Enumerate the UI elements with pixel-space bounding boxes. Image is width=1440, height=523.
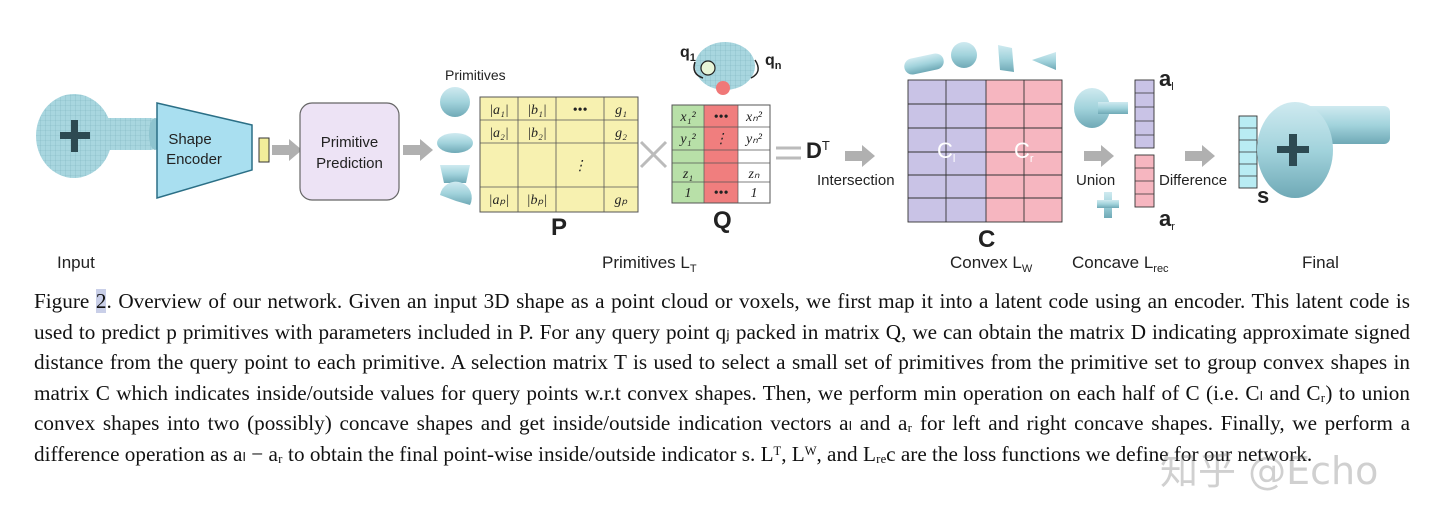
p-matrix-cell: g₂ bbox=[615, 126, 627, 141]
primitive-prediction-block bbox=[299, 102, 400, 201]
p-matrix-cell: ••• bbox=[573, 103, 588, 118]
c-matrix-label: C bbox=[978, 226, 996, 253]
network-overview-figure: |a₁| |b₁| ••• g₁ |a₂| |b₂| g₂ ⋮ |aₚ| |bₚ| gₚ x₁² ••… bbox=[36, 42, 1390, 275]
primitives-header: Primitives bbox=[445, 67, 506, 83]
d-matrix-sup: T bbox=[821, 138, 830, 153]
p-matrix-cell: g₁ bbox=[615, 103, 627, 118]
ar-text: a bbox=[1159, 206, 1172, 231]
q1-text: q bbox=[680, 44, 690, 61]
al-label: al bbox=[1159, 66, 1174, 93]
p-matrix-cell: |b₂| bbox=[527, 126, 547, 141]
q1-label: q1 bbox=[680, 44, 696, 64]
q-matrix-cell: y₁² bbox=[678, 132, 696, 147]
concave-loss-label: Concave Lrec bbox=[1072, 253, 1169, 275]
convex-shapes bbox=[904, 42, 1056, 75]
ar-sub: r bbox=[1171, 221, 1175, 233]
c-right-text: C bbox=[1014, 138, 1030, 163]
primitives-loss-sub: T bbox=[689, 263, 697, 275]
caption-text: . Overview of our network. Given an inpu… bbox=[34, 289, 1410, 466]
primitive-prediction-label-line2: Prediction bbox=[316, 155, 383, 172]
q-matrix-cell: 1 bbox=[751, 186, 758, 201]
multiply-sign bbox=[639, 140, 668, 169]
input-screw-image bbox=[36, 94, 161, 178]
concave-loss-sub: rec bbox=[1153, 263, 1169, 275]
p-matrix-cell: |bₚ| bbox=[527, 193, 548, 208]
al-text: a bbox=[1159, 66, 1172, 91]
primitives-loss-text: Primitives L bbox=[602, 253, 690, 272]
c-left-sub: l bbox=[952, 153, 956, 165]
intersection-label: Intersection bbox=[817, 172, 895, 189]
ar-label: ar bbox=[1159, 206, 1175, 233]
p-matrix-cell: |a₁| bbox=[489, 103, 509, 118]
query-points-image bbox=[693, 42, 759, 95]
q-matrix-cell: ••• bbox=[714, 110, 729, 125]
shape-encoder-label-line1: Shape bbox=[168, 131, 212, 148]
q-matrix-cell: x₁² bbox=[679, 110, 696, 125]
final-label: Final bbox=[1302, 253, 1339, 272]
c-left-label: Cl bbox=[937, 138, 955, 165]
p-matrix: |a₁| |b₁| ••• g₁ |a₂| |b₂| g₂ ⋮ |aₚ| |bₚ| gₚ bbox=[479, 96, 639, 213]
final-screw-image bbox=[1257, 102, 1390, 198]
qn-text: q bbox=[765, 52, 775, 69]
q-matrix-cell: ⋮ bbox=[714, 132, 728, 147]
vector-s bbox=[1238, 115, 1258, 189]
q-matrix-label: Q bbox=[713, 207, 732, 234]
convex-loss-sub: W bbox=[1021, 263, 1033, 275]
q-matrix-cell: ••• bbox=[714, 186, 729, 201]
c-right-sub: r bbox=[1029, 153, 1034, 165]
figure-caption: Figure 2. Overview of our network. Given… bbox=[34, 286, 1410, 470]
q-matrix: x₁² ••• xₙ² y₁² ⋮ yₙ² z₁ zₙ 1 ••• 1 bbox=[671, 104, 771, 204]
caption-figure-label: Figure bbox=[34, 289, 96, 313]
qn-label: qn bbox=[765, 52, 782, 72]
q-matrix-cell: 1 bbox=[685, 186, 692, 201]
q1-sub: 1 bbox=[689, 52, 696, 64]
input-label: Input bbox=[57, 253, 95, 272]
figure-drawing: |a₁| |b₁| ••• g₁ |a₂| |b₂| g₂ ⋮ |aₚ| |bₚ| gₚ x₁² ••… bbox=[36, 42, 1390, 223]
d-matrix-text: D bbox=[806, 138, 822, 163]
vector-ar bbox=[1134, 154, 1155, 208]
d-matrix-label: DT bbox=[806, 138, 830, 164]
al-sub: l bbox=[1171, 81, 1174, 93]
convex-loss-label: Convex LW bbox=[950, 253, 1032, 275]
caption-figure-number: 2 bbox=[95, 289, 107, 313]
q-matrix-cell: yₙ² bbox=[744, 132, 763, 147]
difference-label: Difference bbox=[1159, 172, 1228, 189]
p-matrix-cell: |a₂| bbox=[489, 126, 509, 141]
shape-encoder-label-line2: Encoder bbox=[166, 151, 222, 168]
p-matrix-cell: gₚ bbox=[615, 193, 628, 208]
shape-encoder-block bbox=[156, 102, 253, 200]
primitives-loss-label: Primitives LT bbox=[602, 253, 697, 275]
primitive-shapes bbox=[437, 87, 473, 205]
q-matrix-cell: z₁ bbox=[682, 167, 693, 182]
p-matrix-label: P bbox=[551, 214, 568, 241]
primitive-prediction-label-line1: Primitive bbox=[320, 134, 379, 151]
c-matrix bbox=[907, 79, 1063, 223]
c-left-text: C bbox=[937, 138, 953, 163]
qn-sub: n bbox=[774, 60, 782, 72]
q-matrix-cell: zₙ bbox=[747, 167, 759, 182]
equals-sign bbox=[776, 146, 801, 160]
c-right-label: Cr bbox=[1014, 138, 1034, 165]
latent-code bbox=[258, 137, 270, 163]
concave-shapes bbox=[1074, 88, 1128, 218]
arrows bbox=[272, 139, 1215, 167]
s-vector-label: s bbox=[1257, 183, 1270, 208]
watermark: 知乎 @Echo bbox=[1160, 449, 1379, 493]
p-matrix-cell: |aₚ| bbox=[489, 193, 510, 208]
concave-loss-text: Concave L bbox=[1072, 253, 1154, 272]
q-matrix-cell: xₙ² bbox=[745, 110, 763, 125]
p-matrix-cell: ⋮ bbox=[573, 159, 587, 174]
vector-al bbox=[1134, 79, 1155, 149]
union-label: Union bbox=[1076, 172, 1116, 189]
p-matrix-cell: |b₁| bbox=[527, 103, 547, 118]
convex-loss-text: Convex L bbox=[950, 253, 1022, 272]
